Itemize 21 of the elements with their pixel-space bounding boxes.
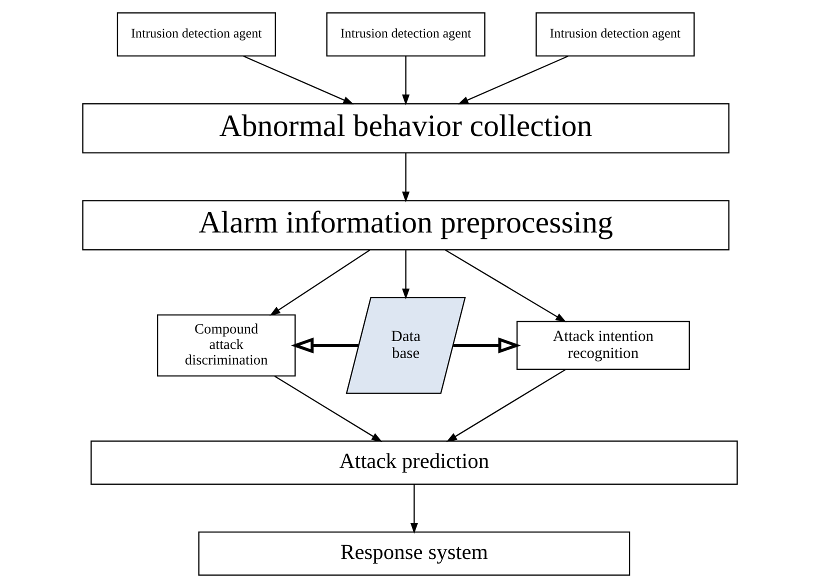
arrow xyxy=(290,337,358,354)
node-box: Intrusion detection agent xyxy=(116,12,276,57)
node-box: Compound attack discrimination xyxy=(156,314,296,377)
arrow xyxy=(274,376,382,442)
arrow xyxy=(243,56,354,104)
node-box: Attack intention recognition xyxy=(516,320,690,370)
arrow xyxy=(410,484,418,534)
arrow xyxy=(458,56,568,104)
arrow xyxy=(402,152,410,202)
arrow xyxy=(270,249,370,316)
node-box: Intrusion detection agent xyxy=(326,12,486,57)
arrow xyxy=(402,56,410,106)
node-box: Alarm information preprocessing xyxy=(82,200,730,250)
arrow xyxy=(402,250,410,300)
arrow xyxy=(453,337,522,354)
node-box: Intrusion detection agent xyxy=(536,12,695,57)
node-box: Attack prediction xyxy=(90,440,738,485)
node-box: Response system xyxy=(198,531,630,576)
arrow xyxy=(446,369,566,442)
arrow xyxy=(444,249,566,322)
node-box: Abnormal behavior collection xyxy=(82,103,730,154)
